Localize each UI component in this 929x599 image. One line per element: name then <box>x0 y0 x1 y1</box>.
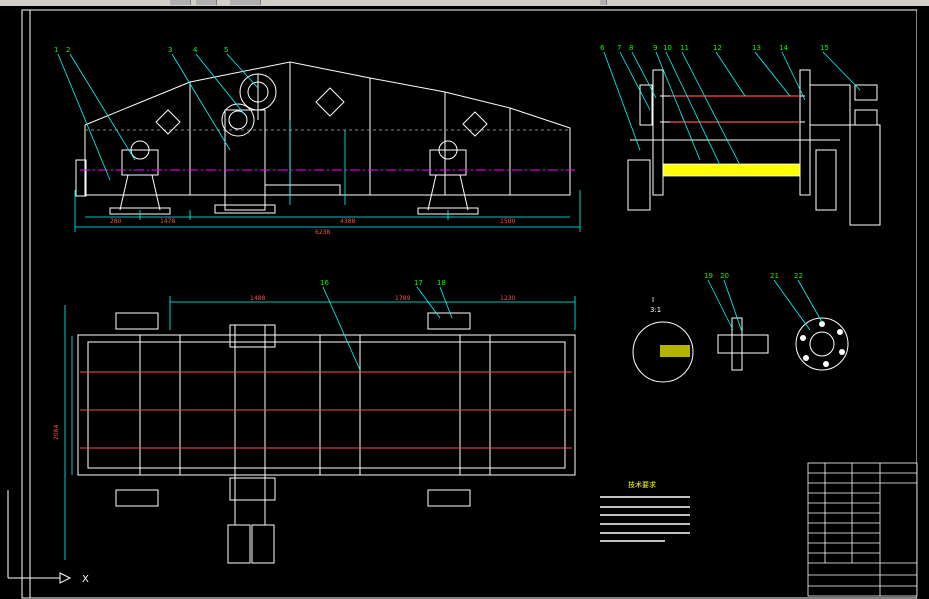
toolbar-button[interactable] <box>230 0 261 5</box>
balloon-6: 6 <box>600 44 605 52</box>
balloon-16: 16 <box>320 279 329 287</box>
screen-deck <box>662 163 801 177</box>
balloon-4: 4 <box>193 46 198 54</box>
dim-plan-2: 1789 <box>395 295 410 302</box>
dim-front-4: 1500 <box>500 218 515 225</box>
drawing-frame <box>21 9 929 599</box>
balloon-17: 17 <box>414 279 423 287</box>
notes-title: 技术要求 <box>628 480 656 489</box>
toolbar-button[interactable] <box>600 0 607 5</box>
dim-front-overall: 6238 <box>315 229 330 236</box>
balloon-12: 12 <box>713 44 722 52</box>
ucs-x-label: X <box>82 574 89 585</box>
technical-notes: 技术要求 <box>600 480 690 542</box>
balloon-9: 9 <box>653 44 657 52</box>
side-view: 6 7 8 9 10 11 12 13 14 15 <box>600 44 881 226</box>
balloon-10: 10 <box>663 44 672 52</box>
balloon-5: 5 <box>224 46 228 54</box>
toolbar-strip <box>0 0 929 6</box>
title-block <box>807 462 918 597</box>
toolbar-button[interactable] <box>196 0 217 5</box>
balloon-21: 21 <box>770 272 779 280</box>
balloon-15: 15 <box>820 44 829 52</box>
balloon-20: 20 <box>720 272 729 280</box>
dim-plan-3: 1230 <box>500 295 515 302</box>
front-view: 280 1478 6238 1500 4388 1 2 3 4 5 <box>54 46 581 236</box>
toolbar-button[interactable] <box>170 0 191 5</box>
drawing-canvas[interactable]: 280 1478 6238 1500 4388 1 2 3 4 5 <box>0 6 929 599</box>
dim-front-1: 280 <box>110 218 122 225</box>
balloon-1: 1 <box>54 46 58 54</box>
detail-scale: 3:1 <box>650 306 661 314</box>
balloon-13: 13 <box>752 44 761 52</box>
balloon-22: 22 <box>794 272 803 280</box>
balloon-14: 14 <box>779 44 788 52</box>
balloon-11: 11 <box>680 44 689 52</box>
balloon-2: 2 <box>66 46 70 54</box>
dim-front-5: 4388 <box>340 218 355 225</box>
detail-ref: I <box>652 296 654 304</box>
dim-plan-1: 1488 <box>250 295 265 302</box>
ucs-icon <box>7 490 72 584</box>
dim-front-2: 1478 <box>160 218 175 225</box>
dim-plan-4: 2084 <box>53 425 60 440</box>
detail-views: 19 20 21 22 I 3:1 <box>632 272 849 383</box>
plan-view: 1488 1789 1230 2084 16 17 18 <box>53 279 576 564</box>
balloon-8: 8 <box>629 44 633 52</box>
balloon-18: 18 <box>437 279 446 287</box>
balloon-3: 3 <box>168 46 172 54</box>
balloon-19: 19 <box>704 272 713 280</box>
balloon-7: 7 <box>617 44 621 52</box>
